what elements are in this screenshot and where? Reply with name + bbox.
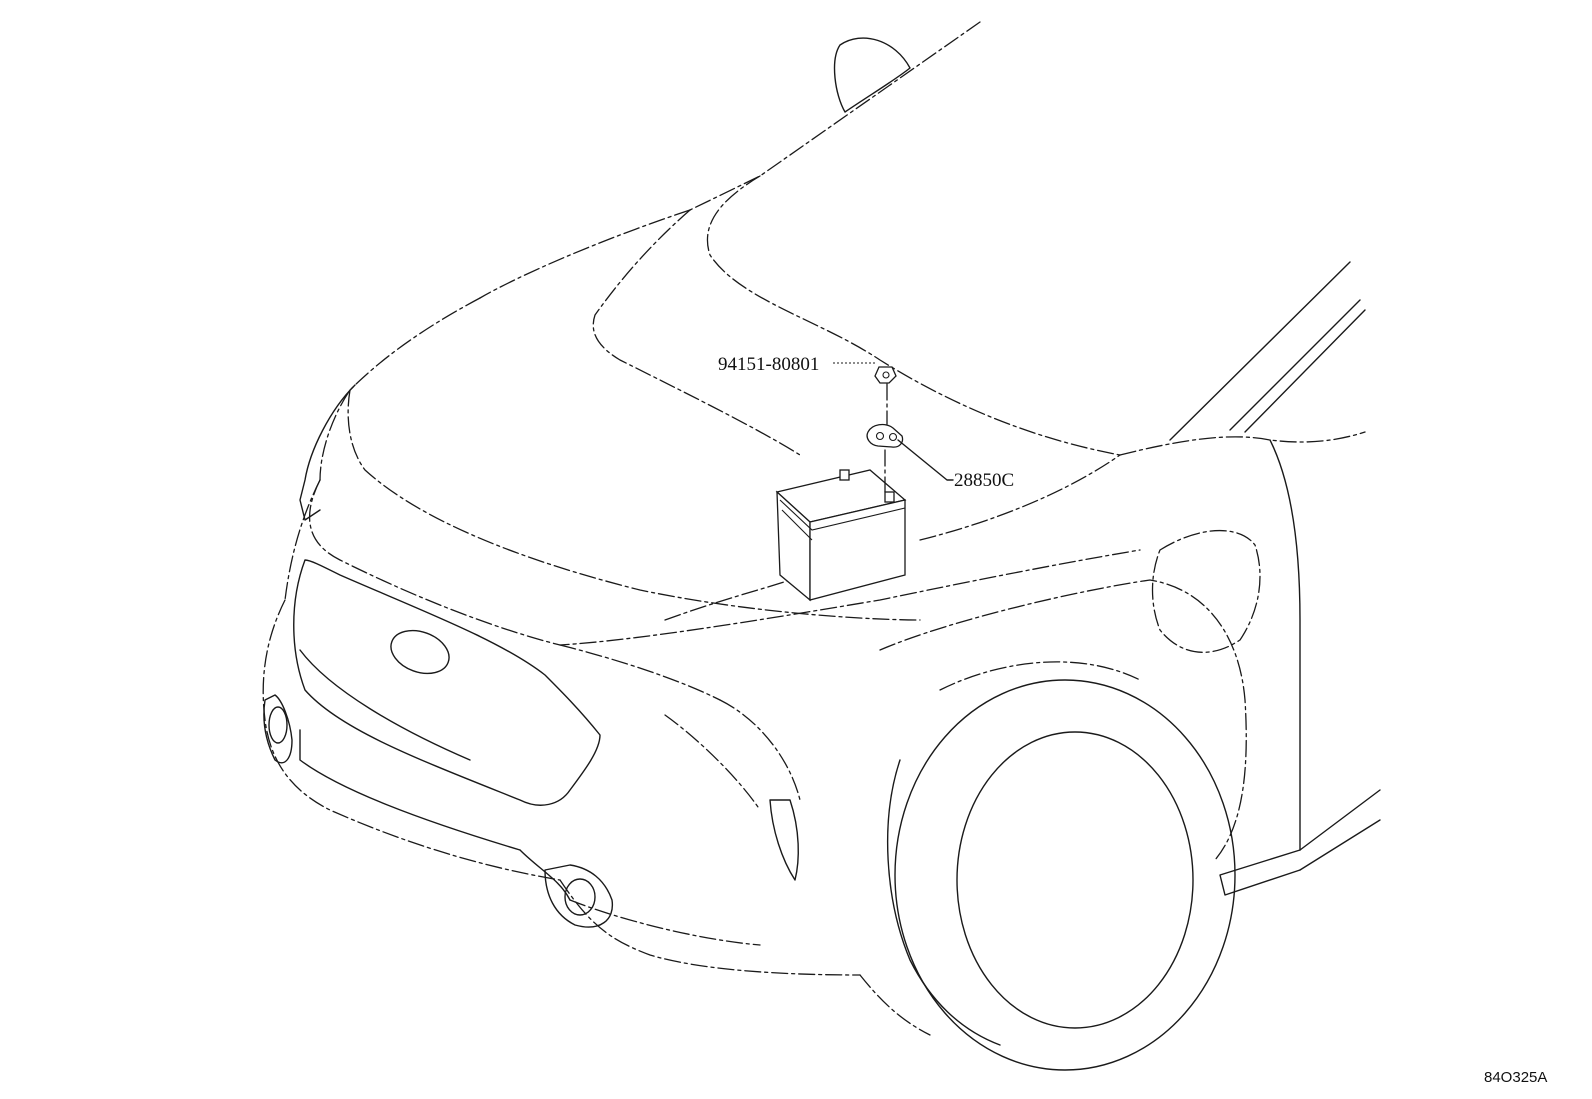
illustration-code: 84O325A bbox=[1484, 1069, 1547, 1086]
battery-clamp bbox=[866, 423, 904, 448]
installation-lines bbox=[884, 383, 888, 493]
battery bbox=[775, 469, 907, 602]
vehicle-outline bbox=[262, 21, 1381, 1071]
leader-lines bbox=[833, 362, 954, 481]
callout-94151-80801[interactable]: 94151-80801 bbox=[718, 354, 819, 375]
nut-clip bbox=[874, 366, 897, 384]
callout-28850c[interactable]: 28850C bbox=[954, 470, 1014, 491]
